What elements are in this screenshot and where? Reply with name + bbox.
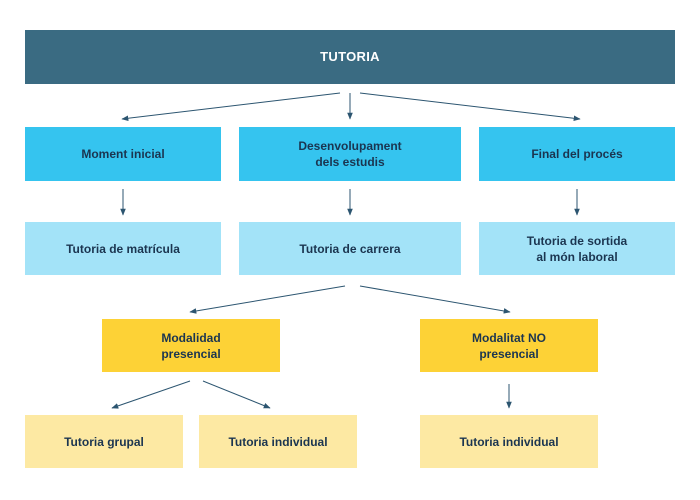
tutoria-node-matricula: Tutoria de matrícula: [25, 222, 221, 275]
arrow-carrera-to-presencial: [189, 285, 346, 314]
leaf-node-tutoria-individual-no-presencial: Tutoria individual: [420, 415, 598, 468]
leaf-node-tutoria-grupal: Tutoria grupal: [25, 415, 183, 468]
stage-node-final: Final del procés: [479, 127, 675, 181]
stage-node-moment-inicial: Moment inicial: [25, 127, 221, 181]
root-node-tutoria: TUTORIA: [25, 30, 675, 84]
modality-node-no-presencial: Modalitat NO presencial: [420, 319, 598, 372]
arrow-carrera-to-no-presencial: [359, 285, 511, 314]
arrow-presencial-to-grupal: [111, 380, 191, 409]
arrow-root-to-final: [359, 92, 581, 122]
arrow-presencial-to-individual: [202, 380, 271, 409]
leaf-node-tutoria-individual-presencial: Tutoria individual: [199, 415, 357, 468]
modality-node-presencial: Modalidad presencial: [102, 319, 280, 372]
tutoria-node-carrera: Tutoria de carrera: [239, 222, 461, 275]
arrow-root-to-moment-inicial: [121, 92, 341, 122]
tutoria-node-sortida: Tutoria de sortida al món laboral: [479, 222, 675, 275]
stage-node-desenvolupament: Desenvolupament dels estudis: [239, 127, 461, 181]
